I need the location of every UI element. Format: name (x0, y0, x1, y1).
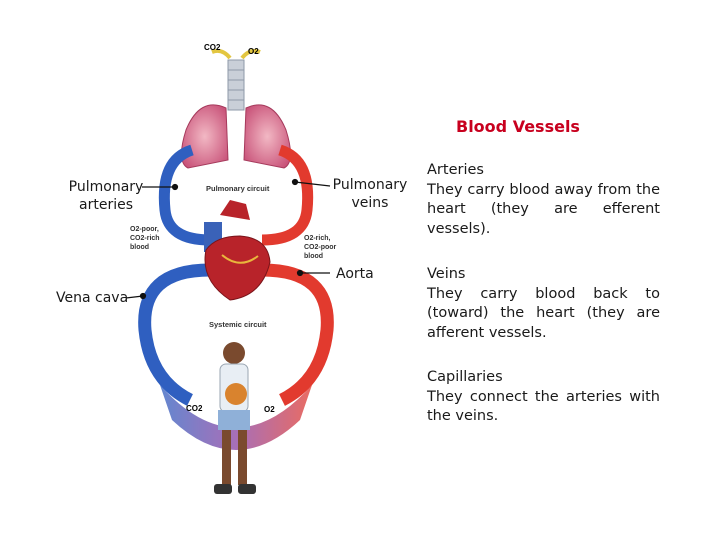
o2-poor-blood-note: O2-poor, CO2-rich blood (130, 226, 160, 251)
arteries-heading: Arteries (427, 162, 484, 178)
capillaries-heading: Capillaries (427, 369, 503, 385)
label-vena-cava: Vena cava (56, 290, 129, 306)
label-pulmonary-arteries-line2: arteries (79, 197, 133, 213)
o2-bottom-label: O2 (264, 405, 275, 414)
label-pulmonary-veins-line1: Pulmonary (332, 177, 408, 193)
co2-top-label: CO2 (204, 43, 221, 52)
capillary-bed (160, 385, 312, 450)
capillaries-section: Capillaries They connect the arteries wi… (427, 368, 660, 427)
arteries-section: Arteries They carry blood away from the … (427, 161, 660, 239)
pulmonary-circuit-vein-side (158, 144, 211, 246)
label-pulmonary-veins-line2: veins (351, 195, 389, 211)
o2-rich-blood-note: O2-rich, CO2-poor blood (304, 235, 337, 260)
panel-title: Blood Vessels (456, 117, 580, 136)
veins-text: They carry blood back to (toward) the he… (427, 285, 660, 341)
systemic-circuit-vein-side (138, 263, 211, 406)
o2-rich-line-2: CO2-poor (304, 244, 337, 251)
label-pulmonary-veins: Pulmonary veins (330, 176, 410, 212)
arteries-text: They carry blood away from the heart (th… (427, 181, 660, 237)
person-figure (214, 342, 256, 494)
label-pulmonary-arteries-line1: Pulmonary (68, 179, 144, 195)
label-aorta: Aorta (336, 266, 374, 282)
o2-poor-line-3: blood (130, 244, 149, 251)
pulmonary-circuit-label: Pulmonary circuit (206, 184, 270, 193)
veins-heading: Veins (427, 266, 466, 282)
left-lung (181, 104, 229, 169)
veins-section: Veins They carry blood back to (toward) … (427, 265, 660, 343)
o2-poor-line-1: O2-poor, (130, 226, 159, 233)
systemic-circuit-label: Systemic circuit (209, 320, 267, 329)
o2-top-label: O2 (248, 47, 259, 56)
trachea (211, 48, 261, 111)
pulmonary-circuit-artery-side (261, 144, 314, 246)
right-lung (243, 104, 291, 169)
systemic-circuit-artery-side (261, 263, 334, 406)
o2-rich-line-1: O2-rich, (304, 235, 331, 242)
o2-rich-line-3: blood (304, 253, 323, 260)
capillaries-text: They connect the arteries with the veins… (427, 388, 660, 425)
leader-lines (125, 178, 331, 300)
heart (204, 200, 271, 301)
o2-poor-line-2: CO2-rich (130, 235, 160, 242)
label-pulmonary-arteries: Pulmonary arteries (66, 178, 146, 214)
co2-bottom-label: CO2 (186, 404, 203, 413)
